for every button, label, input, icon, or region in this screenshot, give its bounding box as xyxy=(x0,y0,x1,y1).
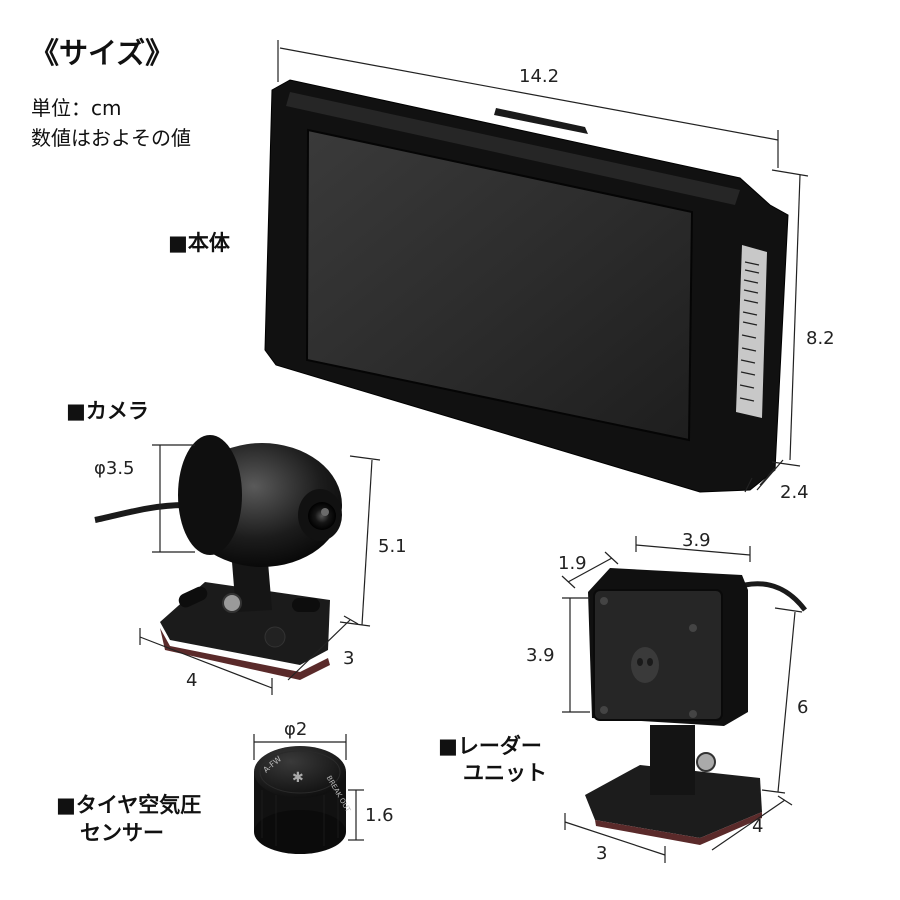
page-title: 《サイズ》 xyxy=(30,36,175,70)
main-unit-width: 14.2 xyxy=(519,66,560,87)
main-unit-depth: 2.4 xyxy=(780,482,809,503)
camera-dimensions xyxy=(139,444,381,695)
main-unit-height: 8.2 xyxy=(806,328,835,349)
radar-base-width: 3 xyxy=(596,843,608,864)
approx-note: 数値はおよその値 xyxy=(31,126,191,150)
camera-illustration xyxy=(94,435,342,680)
main-unit-dimensions xyxy=(277,40,809,493)
barcode-sticker xyxy=(739,261,760,402)
radar-offset: 1.9 xyxy=(558,553,587,574)
camera-depth: 3 xyxy=(343,648,355,669)
radar-height: 6 xyxy=(797,697,809,718)
camera-diameter: φ3.5 xyxy=(94,458,135,479)
tpms-label-line2: センサー xyxy=(80,821,164,845)
radar-label-line2: ユニット xyxy=(463,761,547,785)
radar-base-depth: 4 xyxy=(752,816,764,837)
radar-face-height: 3.9 xyxy=(526,645,555,666)
main-unit-illustration xyxy=(264,79,789,493)
main-unit-label: ■本体 xyxy=(168,231,230,255)
camera-label: ■カメラ xyxy=(66,399,149,423)
radar-width: 3.9 xyxy=(682,530,711,551)
radar-label-line1: ■レーダー xyxy=(438,734,542,758)
tpms-dimensions xyxy=(253,734,364,841)
tpms-diameter: φ2 xyxy=(284,719,308,740)
radar-unit-illustration xyxy=(585,568,807,845)
radar-unit-dimensions xyxy=(561,536,803,863)
bluetooth-icon: ✱ xyxy=(292,770,304,786)
camera-width: 4 xyxy=(186,670,198,691)
tpms-label-line1: ■タイヤ空気圧 xyxy=(56,793,202,817)
tpms-height: 1.6 xyxy=(365,805,394,826)
camera-height: 5.1 xyxy=(378,536,407,557)
unit-note: 単位：cm xyxy=(31,96,122,120)
tpms-sensor-illustration: ✱ xyxy=(254,746,346,854)
